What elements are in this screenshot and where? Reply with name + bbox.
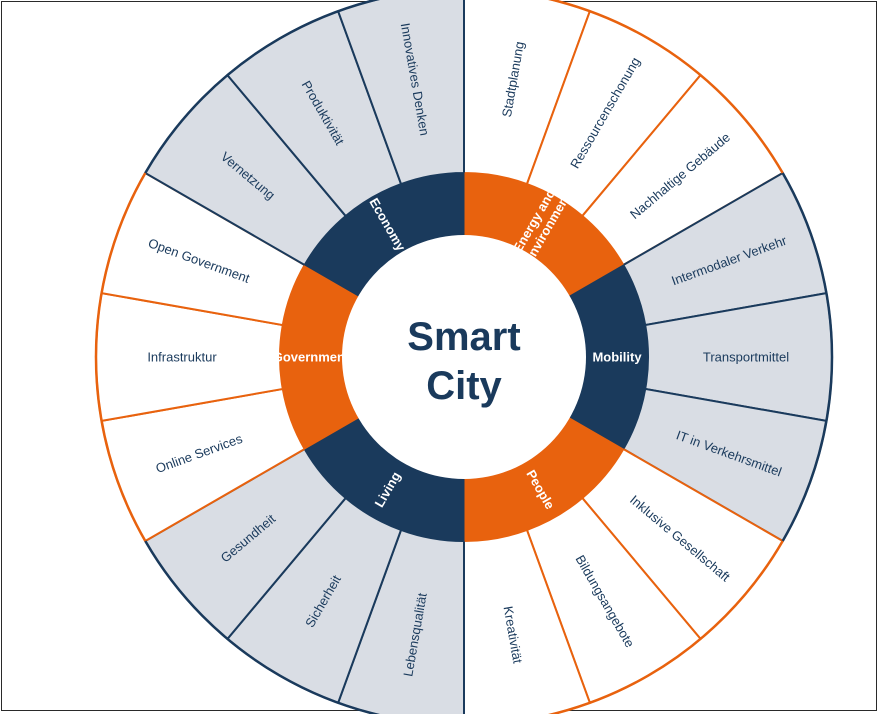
category-ring: Energy andEnvironmentMobilityPeopleLivin… <box>273 172 649 542</box>
outer-rim-mobility <box>781 172 834 542</box>
category-label-government: Government <box>273 350 350 365</box>
center-circle <box>342 235 586 479</box>
outer-rim-people <box>547 540 784 714</box>
center-title-line1: Smart <box>407 315 520 359</box>
category-label-mobility: Mobility <box>592 350 642 365</box>
center-title-line2: City <box>426 364 502 408</box>
category-label-line: Mobility <box>592 350 642 365</box>
outer-rim-energy-and-environment <box>547 0 784 174</box>
outer-rim-government <box>94 172 147 542</box>
outer-rim-economy <box>144 0 381 174</box>
outer-rim-living <box>144 540 381 714</box>
item-label-transportmittel: Transportmittel <box>703 350 789 365</box>
item-label-infrastruktur: Infrastruktur <box>147 350 217 365</box>
category-label-line: Government <box>273 350 350 365</box>
